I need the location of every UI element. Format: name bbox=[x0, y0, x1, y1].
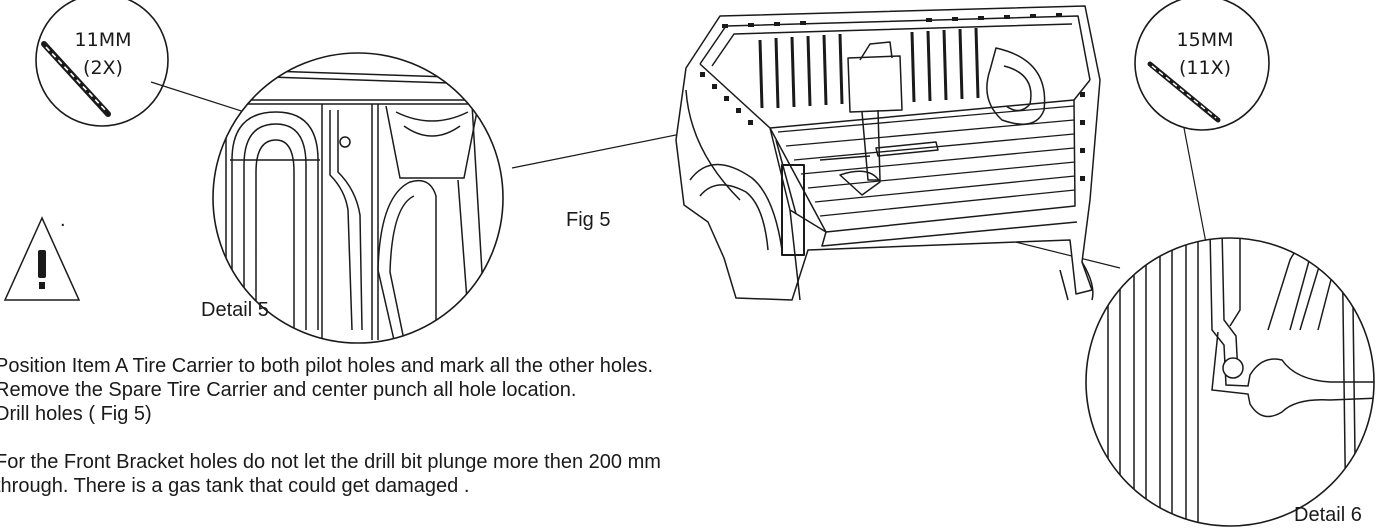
drill-bit-11mm-callout bbox=[35, 0, 169, 127]
detail-5-circle bbox=[212, 52, 504, 344]
instruction-line-5: through. There is a gas tank that could … bbox=[0, 475, 470, 497]
instructions-block: Position Item A Tire Carrier to both pil… bbox=[0, 354, 661, 498]
drill-size-15mm: 15MM bbox=[1176, 29, 1234, 51]
instruction-line-2: Remove the Spare Tire Carrier and center… bbox=[0, 379, 577, 401]
instruction-line-3: Drill holes ( Fig 5) bbox=[0, 403, 152, 425]
figure-caption: Fig 5 bbox=[566, 209, 611, 231]
drill-bit-15mm-callout bbox=[1134, 0, 1270, 131]
truck-bed-illustration bbox=[675, 5, 1101, 301]
drill-bit-11mm-label: 11MM (2X) bbox=[68, 26, 138, 82]
drill-qty-2x: (2X) bbox=[83, 57, 123, 79]
drill-bit-icon bbox=[41, 41, 111, 117]
truck-bed-floor-ribs bbox=[777, 105, 1076, 217]
truck-bed-rim-holes bbox=[700, 13, 1085, 181]
drill-qty-11x: (11X) bbox=[1178, 57, 1232, 79]
truck-bed-side-ribs bbox=[758, 27, 980, 109]
warning-dot: . bbox=[60, 209, 66, 231]
detail-6-circle bbox=[1085, 237, 1375, 527]
instruction-line-4: For the Front Bracket holes do not let t… bbox=[0, 451, 661, 473]
detail-6-caption: Detail 6 bbox=[1294, 504, 1362, 526]
instruction-line-1: Position Item A Tire Carrier to both pil… bbox=[0, 355, 654, 377]
drill-bit-icon bbox=[1147, 61, 1221, 123]
warning-triangle-icon bbox=[3, 216, 81, 301]
drill-bit-15mm-label: 15MM (11X) bbox=[1164, 26, 1246, 82]
drill-size-11mm: 11MM bbox=[74, 29, 132, 51]
detail-5-caption: Detail 5 bbox=[201, 299, 269, 321]
